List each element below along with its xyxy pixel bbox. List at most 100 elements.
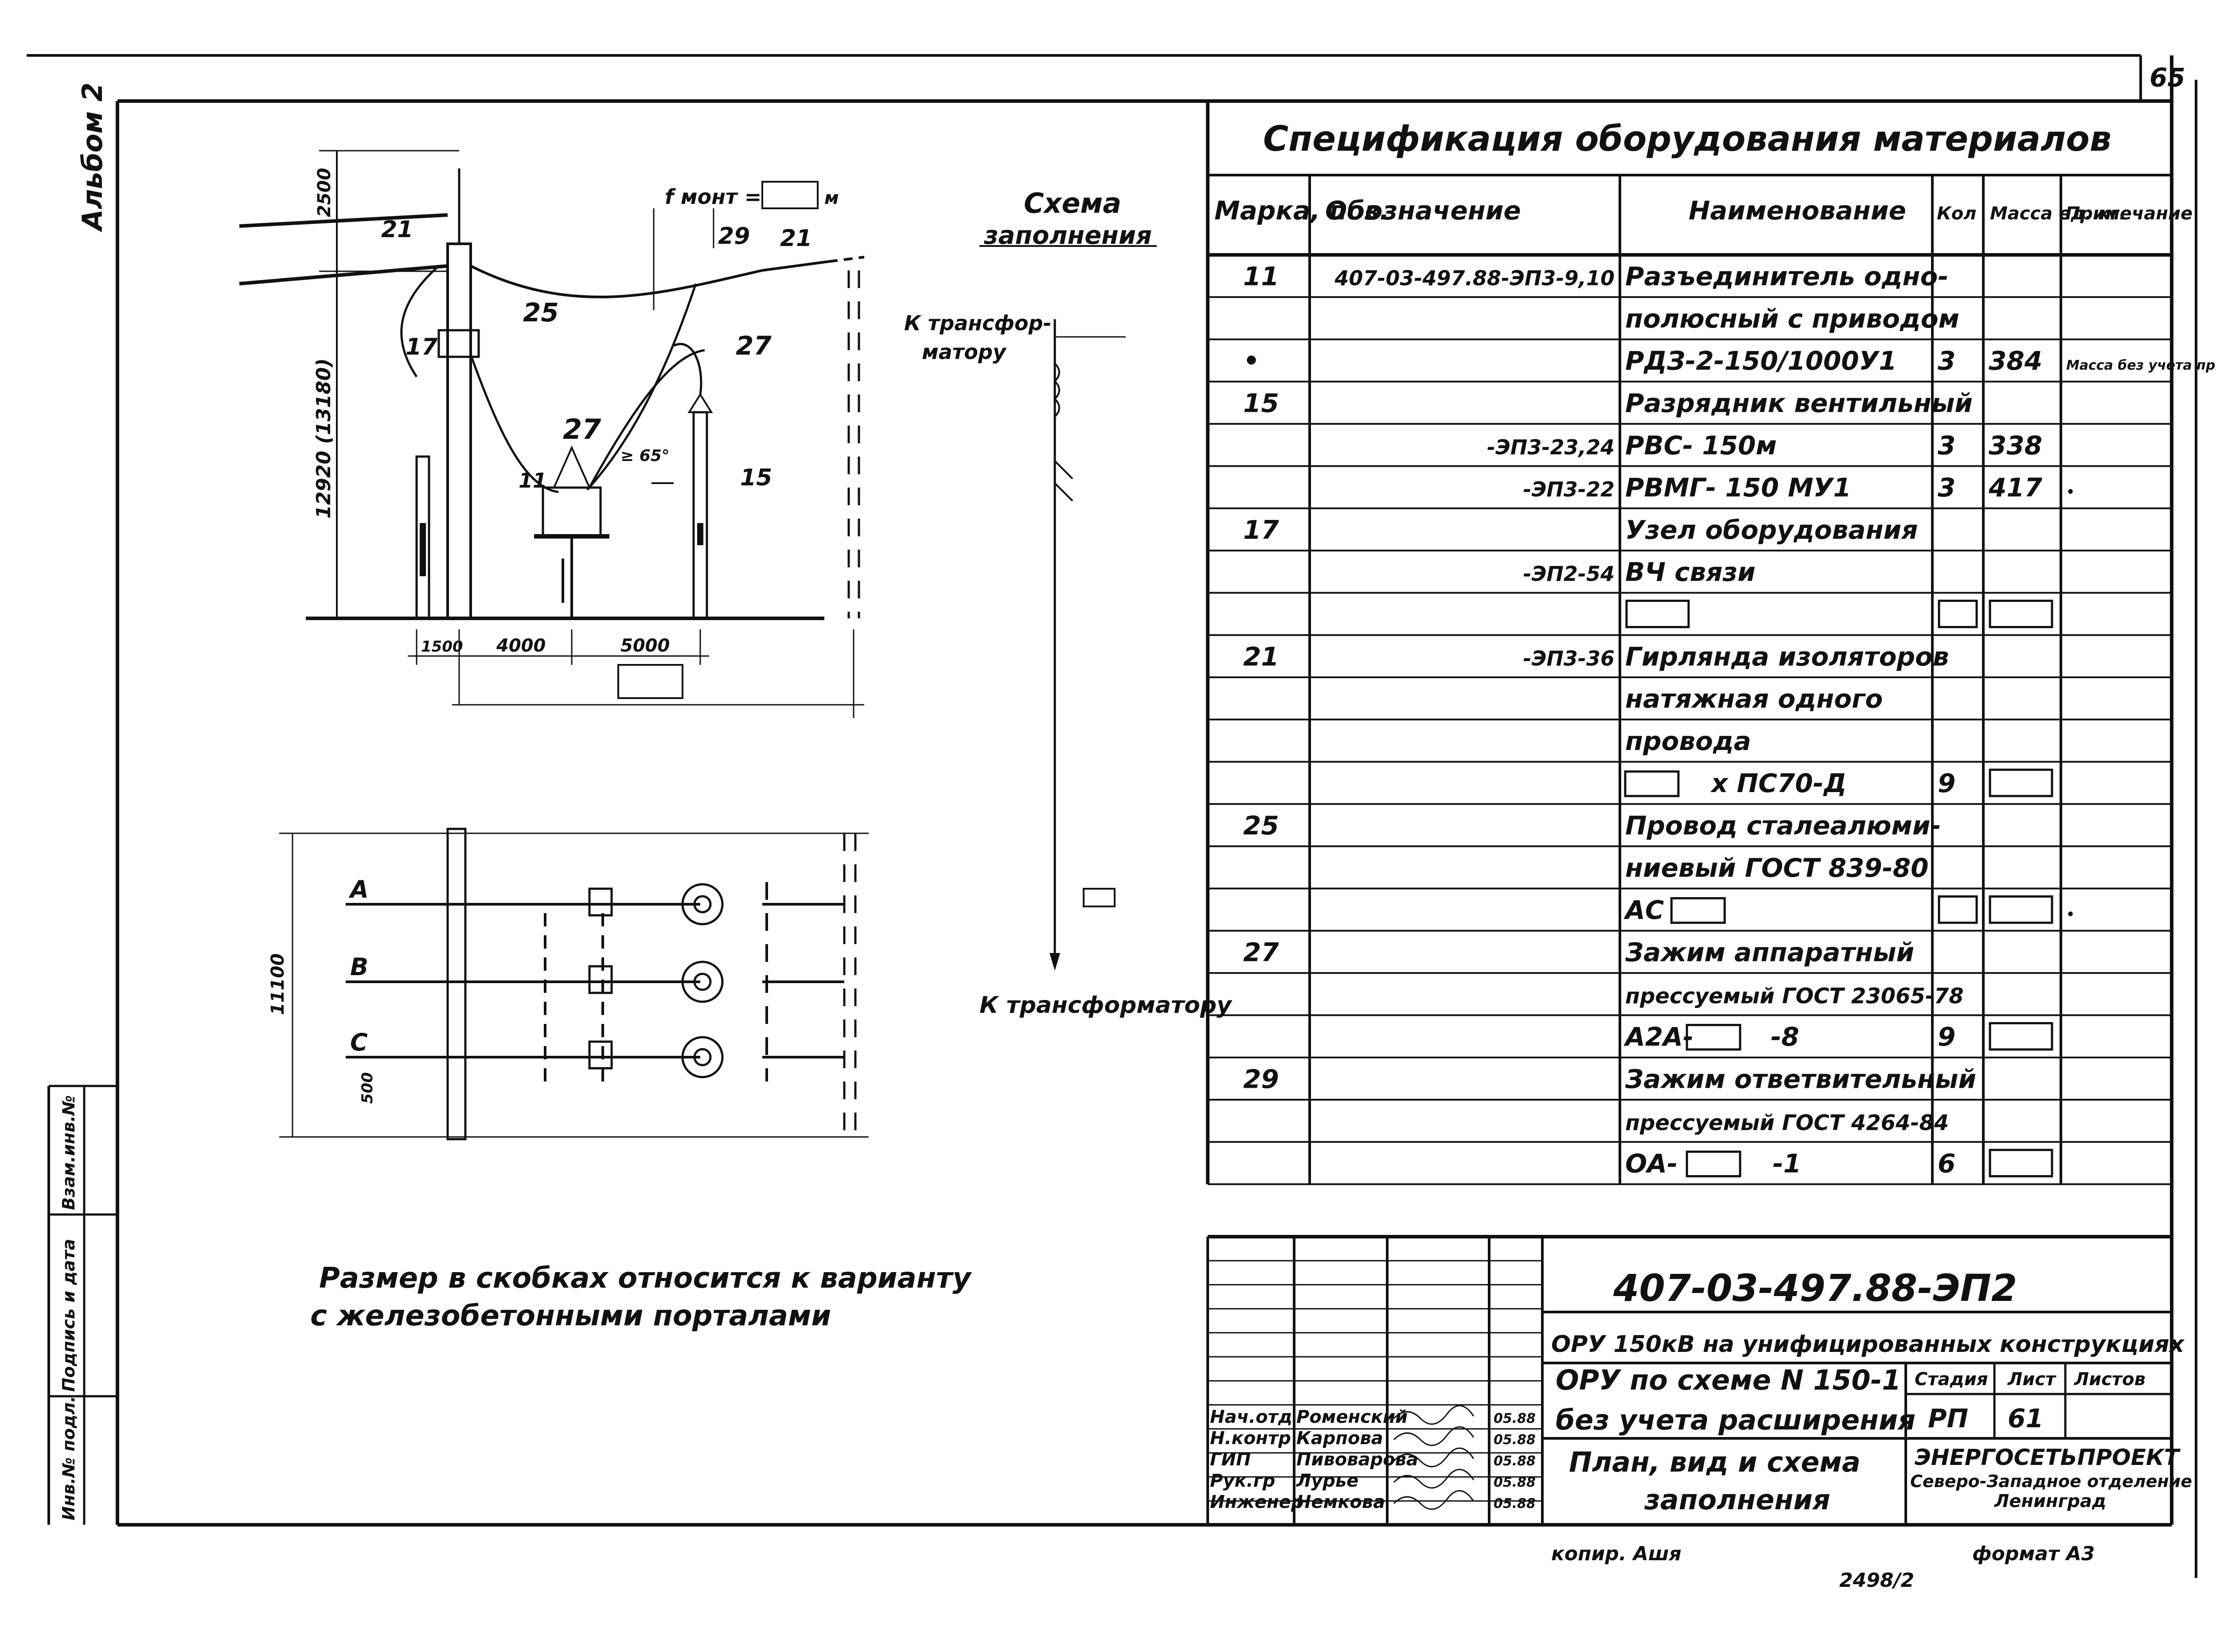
callout-29: 29 [718,223,750,250]
doc-title-line1: ОРУ 150кВ на унифицированных конструкция… [1551,1331,2185,1358]
dim-4000: 4000 [496,636,546,656]
note-line-1: Размер в скобках относится к варианту [319,1262,972,1295]
footer-format: формат А3 [1972,1543,2095,1565]
blank-field [1989,1148,2053,1178]
signature-date: 05.88 [1494,1475,1536,1490]
spec-cell: ВЧ связи [1625,557,1756,587]
spec-cell: РВС- 150м [1625,430,1777,461]
spec-cell: -ЭП3-36 [1523,646,1615,670]
callout-21-left: 21 [381,216,413,243]
phase-a: A [348,875,369,903]
phase-b: B [350,953,368,981]
spec-cell: натяжная одного [1625,684,1883,714]
spec-table-grid [1206,101,2173,1185]
signature-mark [1393,1426,1475,1446]
spec-cell: 11 [1243,262,1279,292]
signature-name: Лурье [1296,1471,1358,1491]
plan-view [279,828,869,1140]
spec-cell: Зажим ответвительный [1625,1064,1976,1094]
spec-cell: -ЭП3-22 [1523,477,1615,501]
signature-role: ГИП [1210,1449,1251,1470]
spec-cell: 21 [1243,641,1279,672]
spec-cell: Разрядник вентильный [1625,388,1973,418]
spec-cell: прессуемый ГОСТ 23065-78 [1625,984,1964,1009]
dim-500: 500 [359,1072,376,1104]
callout-21-right: 21 [780,225,812,252]
signature-mark [1393,1447,1475,1468]
sheets-header: Листов [2074,1369,2146,1390]
fmont-label: f монт = [665,185,761,209]
blank-field [1938,895,1978,924]
signature-date: 05.88 [1494,1411,1536,1426]
spec-cell: 29 [1243,1064,1279,1094]
spec-cell: ОА- -1 [1625,1148,1801,1179]
signature-role: Рук.гр [1210,1471,1275,1491]
spec-cell: 384 [1989,346,2042,376]
callout-17: 17 [406,334,438,360]
dim-12920: 12920 (13180) [312,358,335,519]
signature-name: Карпова [1296,1428,1383,1449]
signature-mark [1393,1405,1475,1425]
blank-field [1938,599,1978,629]
stage-header: Стадия [1915,1369,1988,1390]
blank-field [1989,599,2053,629]
signature-mark [1393,1490,1475,1510]
sheet-number: 65 [2150,62,2185,93]
spec-title: Спецификация оборудования материалов [1263,119,2111,159]
spec-cell: Разъединитель одно- [1625,262,1948,292]
doc-title-line3a: План, вид и схема [1569,1446,1861,1478]
stage-value: РП [1928,1403,1968,1433]
to-transformer-bottom: К трансформатору [979,992,1233,1019]
spec-cell: 6 [1938,1148,1955,1179]
spec-header-0: Марка, поз. [1214,195,1389,226]
signature-mark [1393,1468,1475,1489]
stamp-replace-label: Взам.инв.№ [59,1095,78,1210]
section-view [239,150,865,718]
spec-cell: Зажим аппаратный [1625,937,1914,967]
scheme-title-1: Схема [1024,187,1121,219]
blank-field [1989,1022,2053,1051]
angle-label: ≥ 65° [620,447,670,465]
spec-cell: полюсный с приводом [1625,304,1959,334]
spec-cell: провода [1625,726,1751,756]
blank-field [1670,897,1726,924]
spec-header-3: Кол [1937,203,1976,224]
blank-field [1989,895,2053,924]
to-transformer-top-2: матору [922,340,1007,364]
stamp-sign-label: Подпись и дата [59,1239,78,1392]
spec-cell: 417 [1988,473,2043,503]
fill-scheme [979,245,1157,971]
spec-cell: 3 [1938,473,1955,503]
side-stamp: Инв.№ подл. Подпись и дата Взам.инв.№ [47,1085,117,1525]
spec-header-4: Масса ед. кг. [1990,203,2126,224]
blank-field [1624,770,1680,797]
signature-role: Нач.отд [1210,1407,1292,1427]
org-name: ЭНЕРГОСЕТЬПРОЕКТ [1915,1445,2181,1470]
callout-11: 11 [519,469,547,492]
doc-code: 407-03-497.88-ЭП2 [1613,1266,2017,1310]
callout-27-right: 27 [736,331,772,361]
album-label: Альбом 2 [76,82,109,233]
spec-cell: 9 [1938,768,1955,798]
spec-cell: -ЭП3-23,24 [1487,435,1615,459]
phase-c: C [350,1028,368,1056]
blank-field [1989,769,2053,797]
spec-cell: АС [1623,895,1750,925]
doc-title-line2b: без учета расширения [1556,1404,1916,1436]
doc-title-line3b: заполнения [1644,1484,1830,1516]
spec-cell: 15 [1243,388,1279,418]
blank-field [1685,1150,1741,1178]
signature-name: Пивоварова [1296,1449,1418,1470]
signature-role: Н.контр [1210,1428,1291,1449]
dim-2500: 2500 [314,168,335,217]
spec-cell: • [1243,346,1260,376]
spec-cell: 3 [1938,430,1955,461]
spec-cell: Гирлянда изоляторов [1625,641,1949,672]
spec-cell: 338 [1989,430,2042,461]
signature-date: 05.88 [1494,1432,1536,1448]
org-division: Северо-Западное отделение [1910,1472,2192,1491]
dim-1500: 1500 [421,638,463,656]
spec-cell: х ПС70-Д [1625,768,1846,798]
to-transformer-top-1: К трансфор- [904,311,1052,335]
